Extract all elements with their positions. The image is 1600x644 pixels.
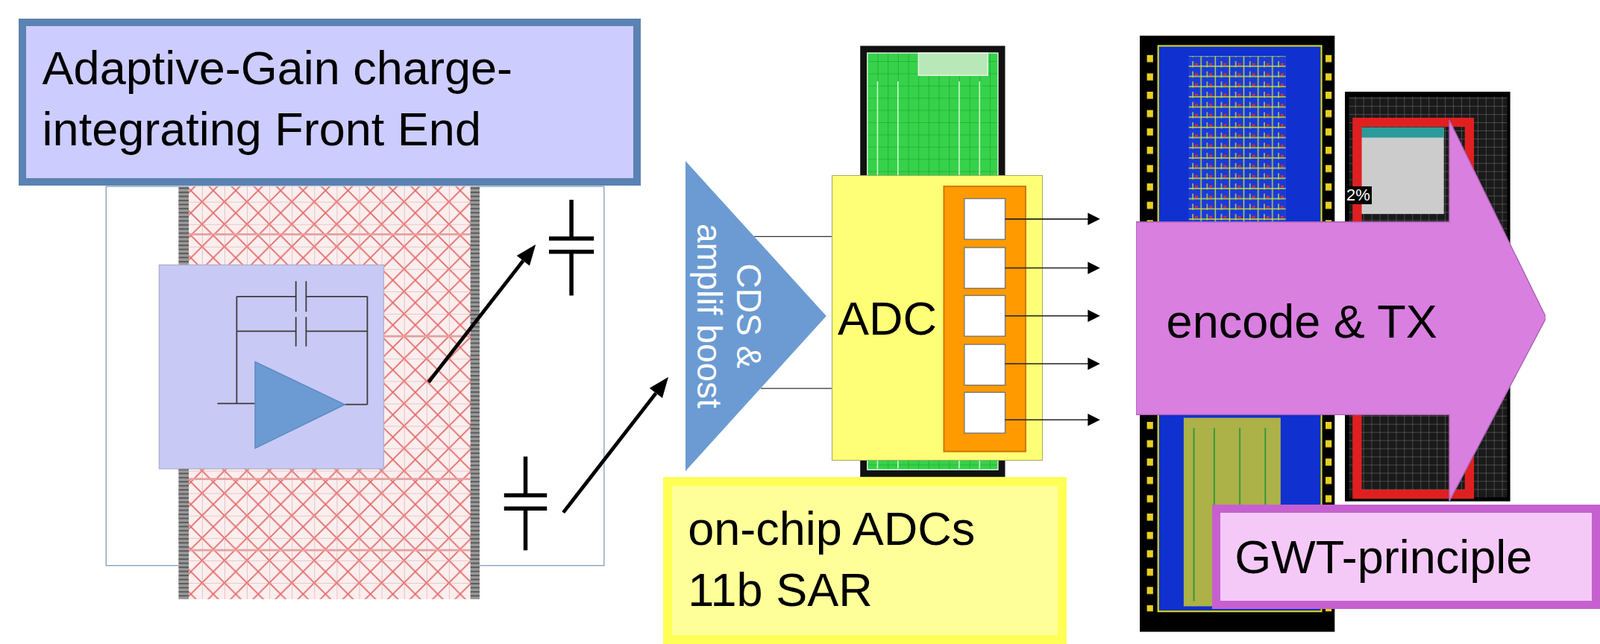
front-end-layout <box>105 186 605 600</box>
pointer-arrow-part <box>649 377 669 399</box>
cds-amplifier-triangle: CDS & amplif boost <box>685 161 827 472</box>
register-cell <box>964 247 1006 289</box>
pointer-arrow-part <box>516 244 536 266</box>
capacitor-symbol-part <box>548 199 594 297</box>
front-end-title-box: Adaptive-Gain charge-integrating Front E… <box>18 18 642 186</box>
register-block <box>943 186 1025 453</box>
adc-box: ADC <box>831 175 1043 461</box>
output-line <box>1004 364 1090 366</box>
pointer-arrow-part <box>563 393 656 513</box>
node-text: ADC <box>837 291 937 346</box>
transmitter-layout-part <box>1356 127 1444 138</box>
capacitor-symbol <box>548 199 594 297</box>
encode-tx-arrow: encode & TX <box>1136 120 1547 503</box>
adc-layout-part <box>918 52 988 76</box>
output-line <box>1004 315 1090 318</box>
capacitor-symbol-part <box>504 456 547 551</box>
node-text: encode & TX <box>1166 294 1438 349</box>
integrator-schematic-part <box>255 361 345 449</box>
output-arrowhead <box>1087 213 1100 226</box>
node-text: on-chip ADCs 11b SAR <box>687 502 975 617</box>
register-cell <box>964 296 1006 338</box>
integrator-schematic-part <box>158 264 384 469</box>
register-cell <box>964 344 1006 386</box>
block-arrow-fill <box>1136 120 1547 503</box>
pointer-arrow <box>563 377 669 514</box>
output-arrowhead <box>1087 310 1100 323</box>
layout-annotation: 2% <box>1344 186 1372 205</box>
triangle-fill <box>685 161 827 472</box>
node-text: Adaptive-Gain charge-integrating Front E… <box>42 41 513 156</box>
register-cell <box>964 393 1006 435</box>
output-arrowhead <box>1087 358 1100 370</box>
output-arrowhead <box>1087 262 1100 275</box>
output-line <box>1004 419 1090 422</box>
gwt-principle-box: GWT-principle <box>1212 504 1600 610</box>
pointer-arrow-part <box>428 261 524 383</box>
front-end-layout-part <box>470 186 480 600</box>
output-line <box>1004 267 1090 270</box>
register-cell <box>964 199 1006 241</box>
node-text: CDS & amplif boost <box>689 219 769 414</box>
adc-spec-box: on-chip ADCs 11b SAR <box>663 477 1066 644</box>
output-line <box>1004 218 1090 221</box>
node-text: GWT-principle <box>1234 530 1533 585</box>
integrator-schematic <box>158 264 384 469</box>
capacitor-symbol <box>504 456 547 551</box>
output-arrowhead <box>1087 413 1100 426</box>
pointer-arrow <box>428 244 537 383</box>
